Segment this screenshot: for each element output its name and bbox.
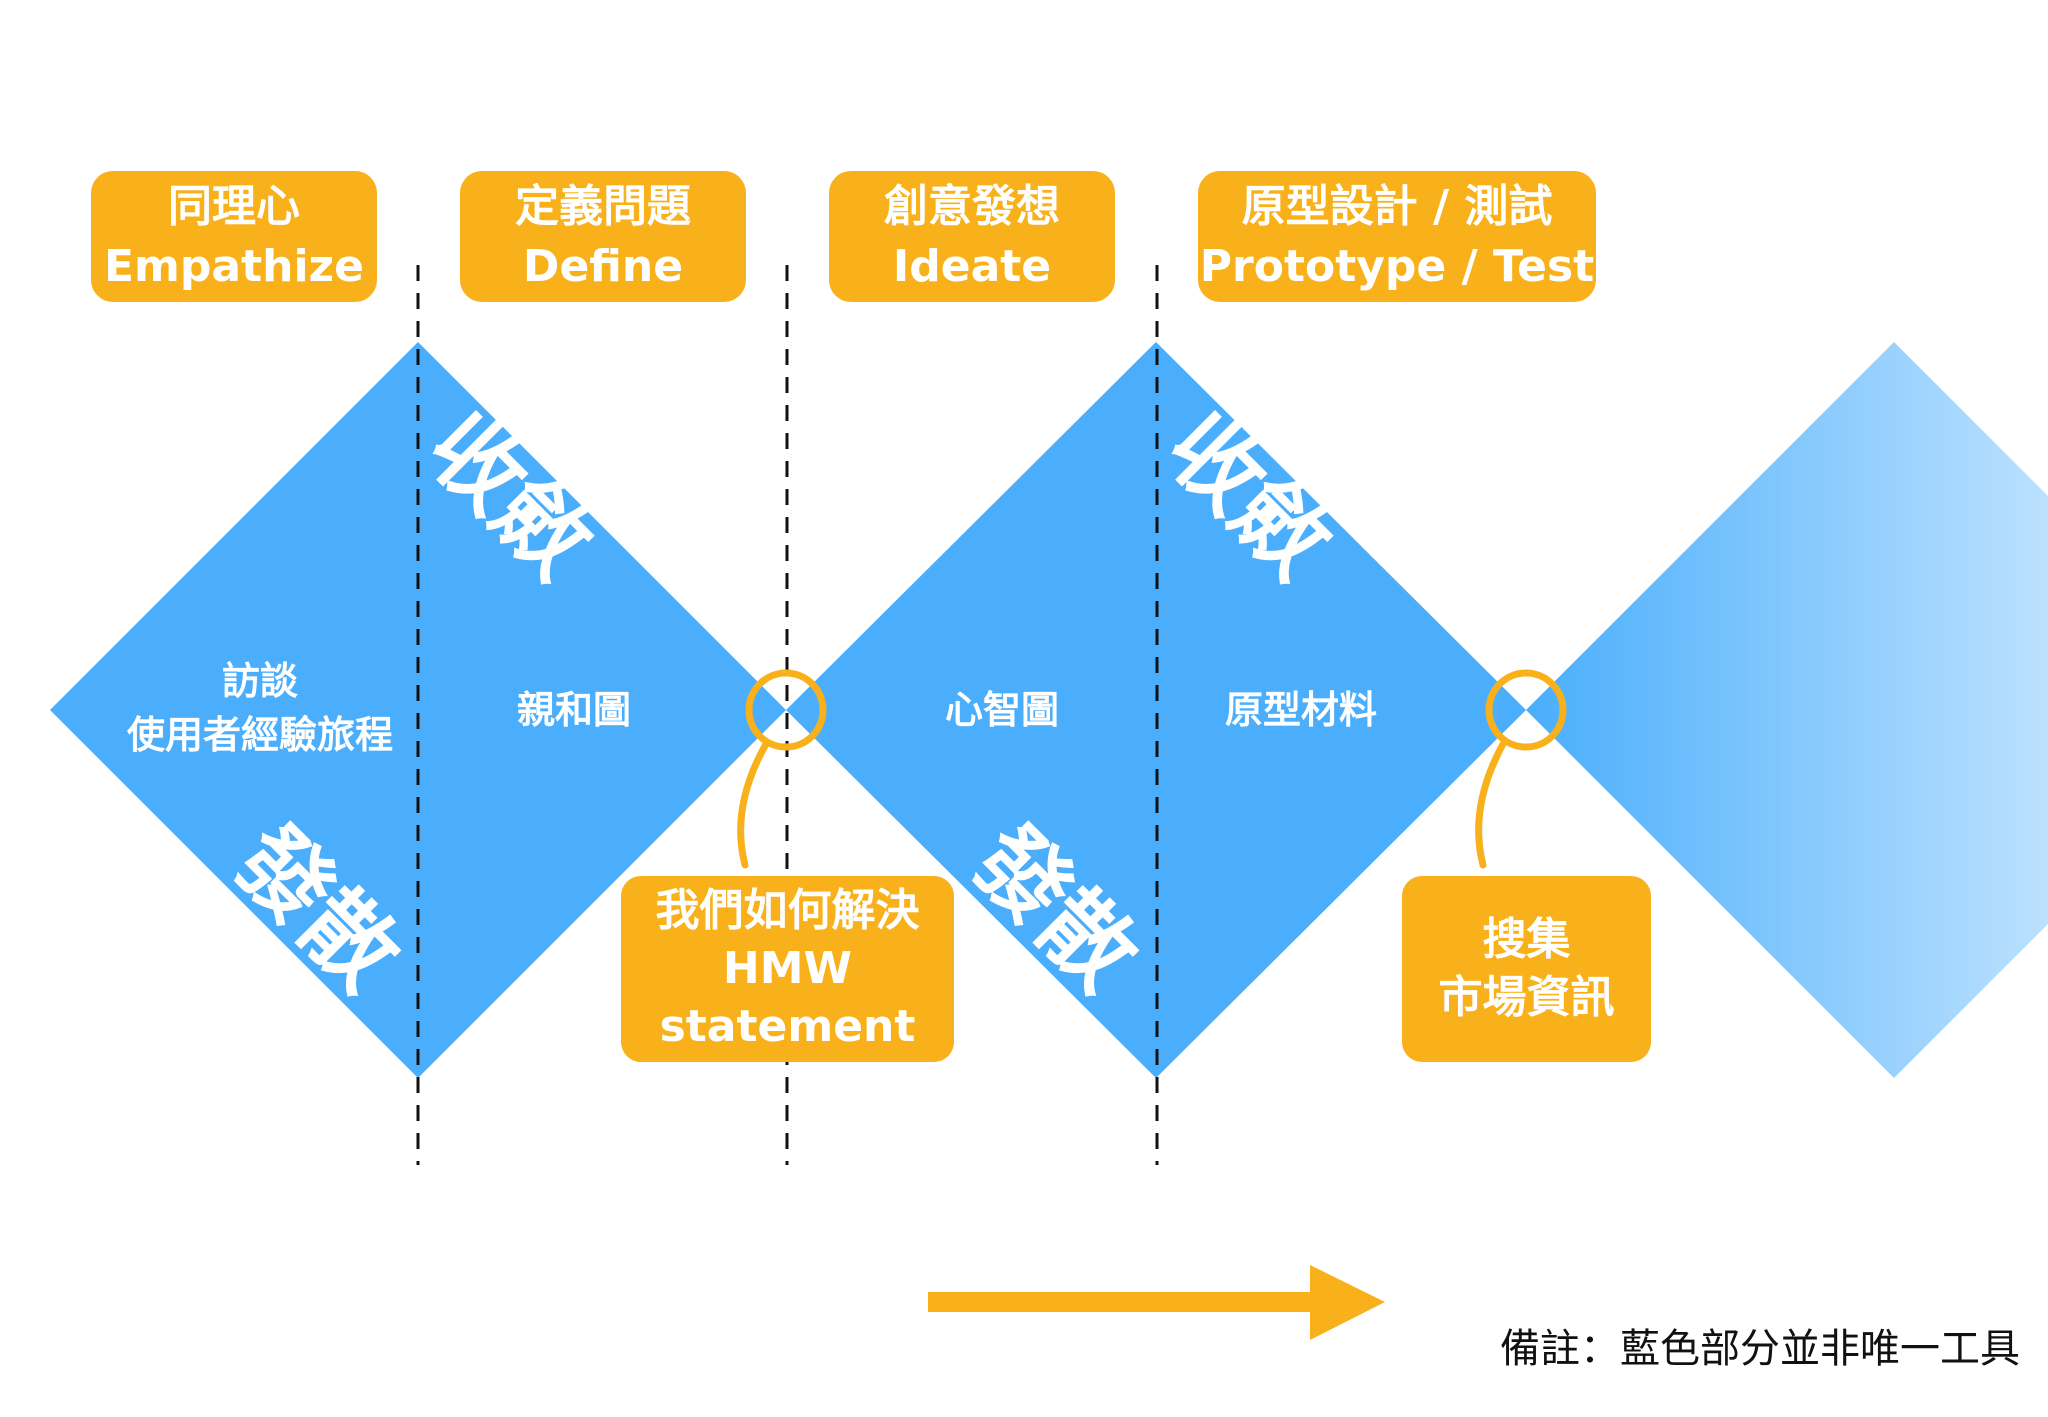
tool-label-prototype: 原型材料 bbox=[1224, 688, 1377, 732]
phase-label-zh: 創意發想 bbox=[884, 180, 1060, 232]
tool-label-ideate: 心智圖 bbox=[944, 688, 1059, 732]
phase-label-ideate: 創意發想 Ideate bbox=[829, 171, 1115, 302]
footnote: 備註：藍色部分並非唯一工具 bbox=[1500, 1326, 2020, 1372]
phase-label-en: Define bbox=[522, 240, 684, 292]
phase-label-empathize: 同理心 Empathize bbox=[91, 171, 377, 302]
tool-label-line: 使用者經驗旅程 bbox=[126, 713, 393, 757]
callout-hmw: 我們如何解決 HMW statement bbox=[621, 876, 954, 1062]
tool-label-line: 訪談 bbox=[221, 659, 298, 703]
phase-label-zh: 原型設計 / 測試 bbox=[1241, 180, 1553, 232]
join-marker bbox=[745, 669, 827, 751]
callout-line: 我們如何解決 bbox=[655, 885, 920, 936]
phase-label-en: Ideate bbox=[892, 240, 1052, 292]
callout-line: 市場資訊 bbox=[1438, 972, 1615, 1023]
phase-label-zh: 定義問題 bbox=[515, 180, 691, 232]
phase-label-prototype-test: 原型設計 / 測試 Prototype / Test bbox=[1198, 171, 1596, 302]
tool-label-define: 親和圖 bbox=[516, 688, 631, 732]
callout-connector bbox=[1475, 740, 1507, 869]
callout-line: statement bbox=[659, 1001, 916, 1052]
phase-label-define: 定義問題 Define bbox=[460, 171, 746, 302]
tool-label-empathize: 訪談 使用者經驗旅程 bbox=[110, 654, 410, 762]
diamond-solution-space bbox=[786, 342, 1526, 1078]
callout-line: 搜集 bbox=[1482, 914, 1571, 965]
callout-connector bbox=[737, 740, 770, 869]
phase-label-en: Prototype / Test bbox=[1199, 240, 1595, 292]
callout-line: HMW bbox=[722, 943, 853, 994]
phase-label-zh: 同理心 bbox=[168, 180, 300, 232]
diamond-next-iteration bbox=[1526, 342, 2048, 1078]
phase-label-en: Empathize bbox=[104, 240, 364, 292]
right-arrow-icon bbox=[928, 1265, 1385, 1340]
callout-market-research: 搜集 市場資訊 bbox=[1402, 876, 1651, 1062]
join-marker bbox=[1485, 669, 1567, 751]
diamond-problem-space bbox=[50, 342, 786, 1078]
